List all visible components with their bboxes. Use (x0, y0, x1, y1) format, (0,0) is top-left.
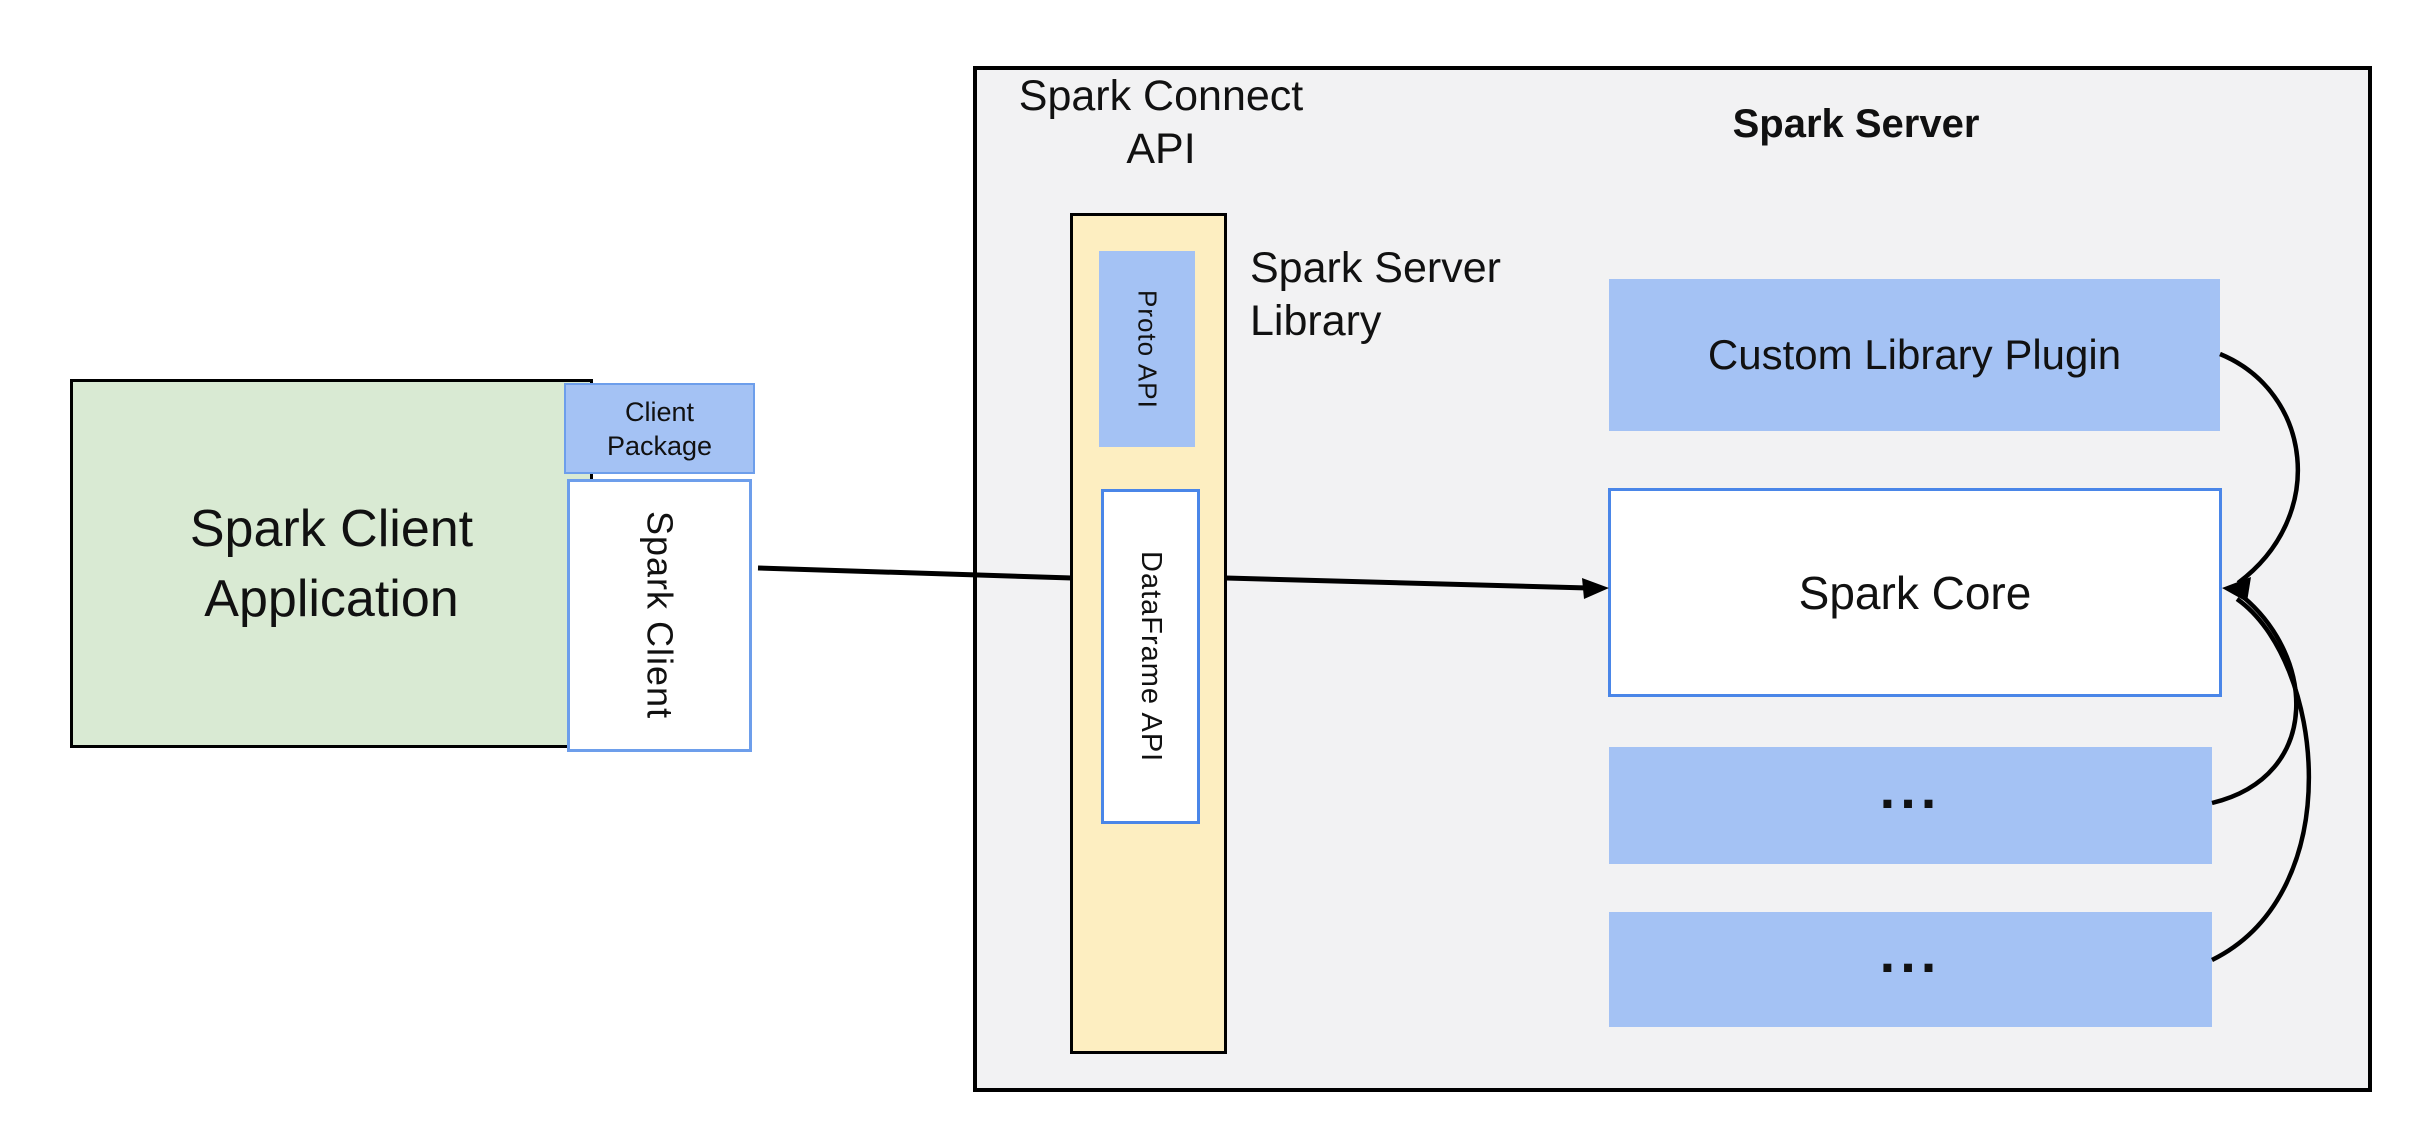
dataframe-api-box: DataFrame API (1101, 489, 1200, 824)
custom-library-plugin-label: Custom Library Plugin (1707, 331, 2122, 378)
spark-server-title: Spark Server (1732, 102, 1980, 146)
client-package-label: Client Package (606, 396, 713, 461)
spark-client-label: Spark Client (639, 511, 681, 720)
spark-core-label: Spark Core (1798, 566, 2032, 619)
plugin-placeholder-box-1: ... (1609, 747, 2212, 864)
dataframe-api-label: DataFrame API (1135, 550, 1167, 763)
spark-client-application-box: Spark Client Application (70, 379, 593, 748)
plugin-placeholder-box-2: ... (1609, 912, 2212, 1027)
spark-server-library-label: Spark Server Library (1250, 244, 1501, 345)
plugin-placeholder-label-2: ... (1879, 921, 1942, 985)
custom-library-plugin-box: Custom Library Plugin (1609, 279, 2220, 431)
spark-client-box: Spark Client (567, 479, 752, 752)
proto-api-box: Proto API (1099, 251, 1195, 447)
spark-connect-api-title: Spark Connect API (1018, 72, 1304, 173)
client-package-box: Client Package (564, 383, 755, 474)
proto-api-label: Proto API (1132, 289, 1163, 409)
spark-client-application-label: Spark Client Application (189, 499, 474, 628)
plugin-placeholder-label-1: ... (1879, 757, 1942, 821)
spark-core-box: Spark Core (1608, 488, 2222, 697)
